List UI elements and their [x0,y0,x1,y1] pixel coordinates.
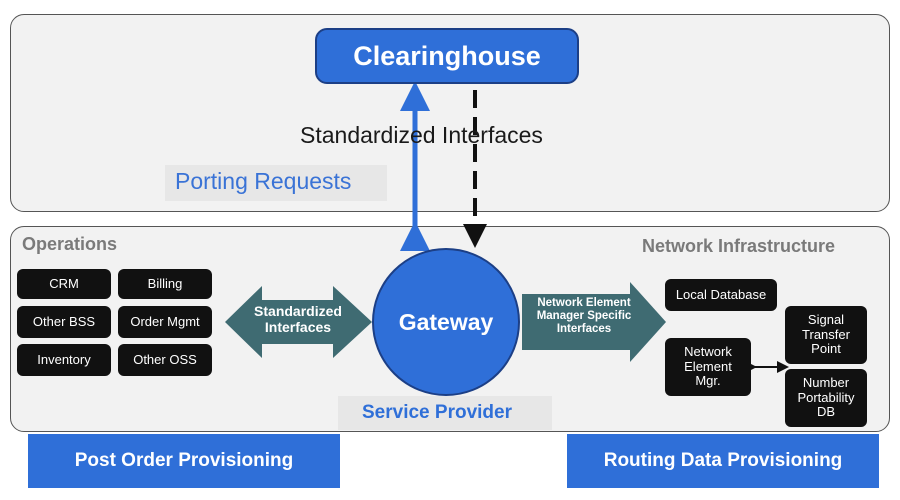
crm-block: CRM [17,269,111,299]
porting-label-background [165,165,387,201]
service-provider-label-background [338,396,552,430]
network-element-manager-block: Network Element Mgr. [665,338,751,396]
network-infrastructure-title: Network Infrastructure [642,236,836,256]
gateway-standardized-interfaces-label: Standardized Interfaces [254,303,342,336]
nem-interfaces-arrow [522,282,666,362]
operations-title: Operations [22,234,118,254]
gateway-circle: Gateway [372,248,520,396]
service-provider-label: Service Provider [362,402,512,423]
nem-interfaces-label: Network Element Manager Specific Interfa… [536,297,632,336]
porting-requests-label: Porting Requests [175,168,352,194]
standardized-interfaces-label: Standardized Interfaces [300,122,543,148]
order-mgmt-block: Order Mgmt [118,306,212,338]
post-order-provisioning-box: Post Order Provisioning [28,434,340,488]
local-database-block: Local Database [665,279,777,311]
number-portability-db-block: Number Portability DB [785,369,867,427]
billing-block: Billing [118,269,212,299]
inventory-block: Inventory [17,344,111,376]
other-bss-block: Other BSS [17,306,111,338]
standardized-interfaces-double-arrow [225,286,372,358]
routing-data-provisioning-box: Routing Data Provisioning [567,434,879,488]
signal-transfer-point-block: Signal Transfer Point [785,306,867,364]
clearinghouse-box: Clearinghouse [315,28,579,84]
other-oss-block: Other OSS [118,344,212,376]
